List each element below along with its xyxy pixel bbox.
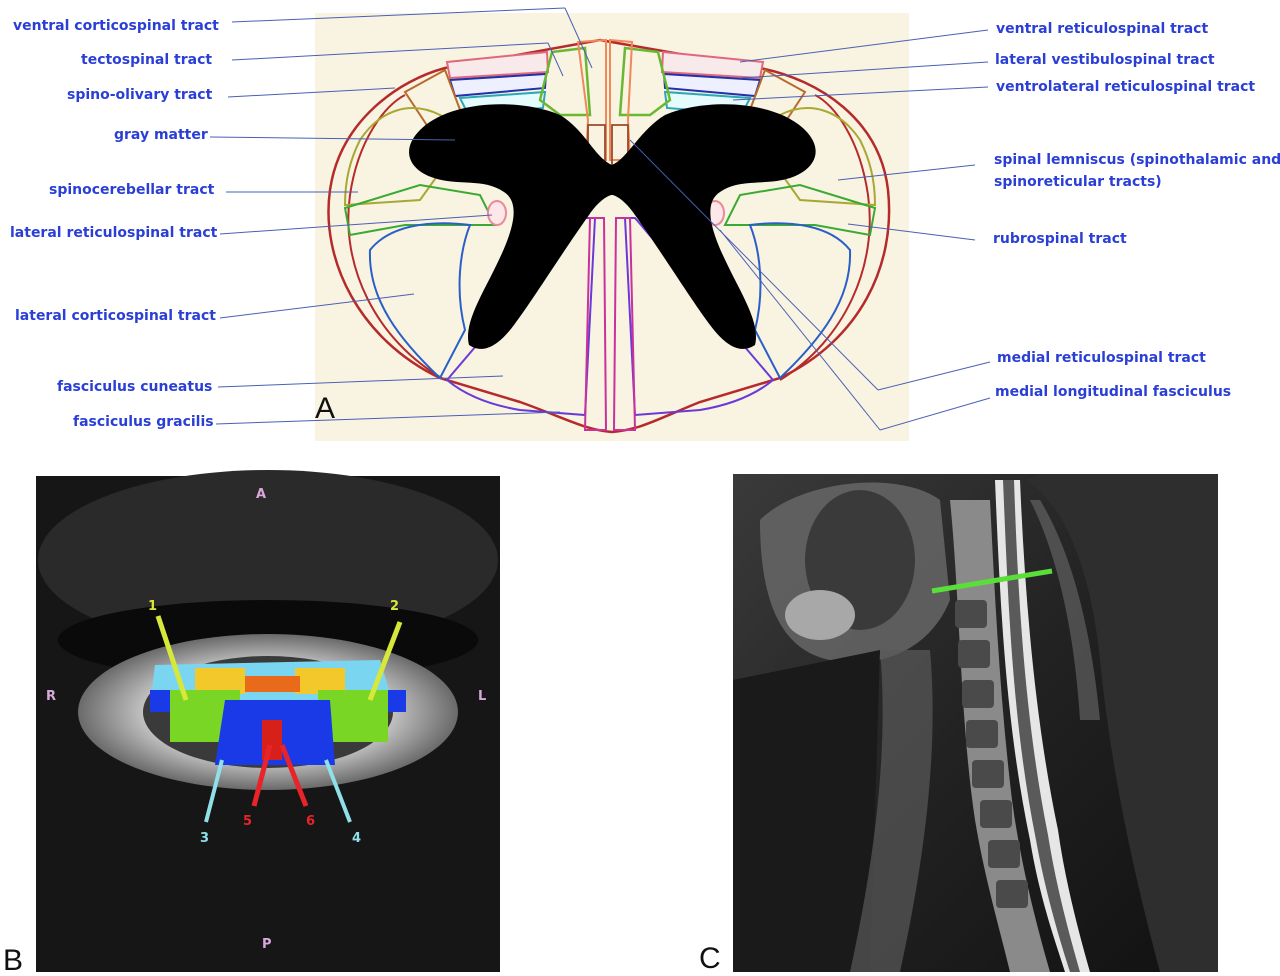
- tectospinal-right: [618, 46, 672, 117]
- label-gray-matter: gray matter: [114, 127, 208, 143]
- label-ventral-reticulospinal: ventral reticulospinal tract: [996, 21, 1208, 37]
- lcst-right: [748, 222, 852, 380]
- cuneatus-right: [623, 217, 775, 417]
- rubrospinal-right: [723, 183, 877, 237]
- panel-c-mri-sagittal: [733, 474, 1218, 972]
- gracilis-right: [612, 217, 637, 431]
- atlas-red: [262, 720, 282, 760]
- atlas-yellow-left: [195, 668, 245, 694]
- orientation-anterior: A: [256, 487, 266, 502]
- spinal-cord: [1003, 480, 1080, 972]
- label-fasciculus-cuneatus: fasciculus cuneatus: [57, 379, 212, 395]
- gray-matter: [409, 104, 816, 349]
- label-ventral-corticospinal: ventral corticospinal tract: [13, 18, 219, 34]
- slice-position-line: [931, 568, 1053, 594]
- panel-a-diagram: ventral corticospinal tract tectospinal …: [10, 7, 1280, 441]
- spinocerebellar-band: [347, 94, 446, 381]
- marker-4: 4: [352, 831, 361, 846]
- label-lateral-corticospinal: lateral corticospinal tract: [15, 308, 216, 324]
- panel-label-a: A: [315, 392, 335, 425]
- marker-1: 1: [148, 599, 157, 614]
- marker-3: 3: [200, 831, 209, 846]
- label-spinal-lemniscus-line1: spinal lemniscus (spinothalamic and: [994, 152, 1280, 168]
- orientation-left: L: [478, 689, 486, 704]
- marker-2: 2: [390, 599, 399, 614]
- label-lateral-vestibulospinal: lateral vestibulospinal tract: [995, 52, 1215, 68]
- atlas-orange: [245, 676, 300, 692]
- label-ventrolateral-reticulospinal: ventrolateral reticulospinal tract: [996, 79, 1255, 95]
- label-spinocerebellar: spinocerebellar tract: [49, 182, 215, 198]
- label-fasciculus-gracilis: fasciculus gracilis: [73, 414, 214, 430]
- orientation-right: R: [46, 689, 56, 704]
- marker-5: 5: [243, 814, 252, 829]
- marker-6: 6: [306, 814, 315, 829]
- label-spino-olivary: spino-olivary tract: [67, 87, 213, 103]
- vertebral-bodies: [955, 600, 1028, 908]
- panel-b-mri-axial: A P R L 1 2 3 4 5 6: [36, 470, 500, 972]
- label-tectospinal: tectospinal tract: [81, 52, 212, 68]
- label-rubrospinal: rubrospinal tract: [993, 231, 1127, 247]
- panel-a-background: [315, 13, 909, 441]
- panel-label-c: C: [699, 942, 721, 975]
- orientation-posterior: P: [262, 937, 272, 952]
- atlas-yellow-right: [295, 668, 345, 694]
- label-medial-longitudinal: medial longitudinal fasciculus: [995, 384, 1231, 400]
- cuneatus-left: [445, 217, 597, 417]
- label-spinal-lemniscus-line2: spinoreticular tracts): [994, 174, 1162, 190]
- label-medial-reticulospinal: medial reticulospinal tract: [997, 350, 1206, 366]
- lcst-left: [368, 222, 472, 380]
- lrst-left: [487, 200, 507, 226]
- panel-label-b: B: [3, 944, 23, 976]
- label-lateral-reticulospinal: lateral reticulospinal tract: [10, 225, 218, 241]
- gracilis-left: [583, 217, 608, 431]
